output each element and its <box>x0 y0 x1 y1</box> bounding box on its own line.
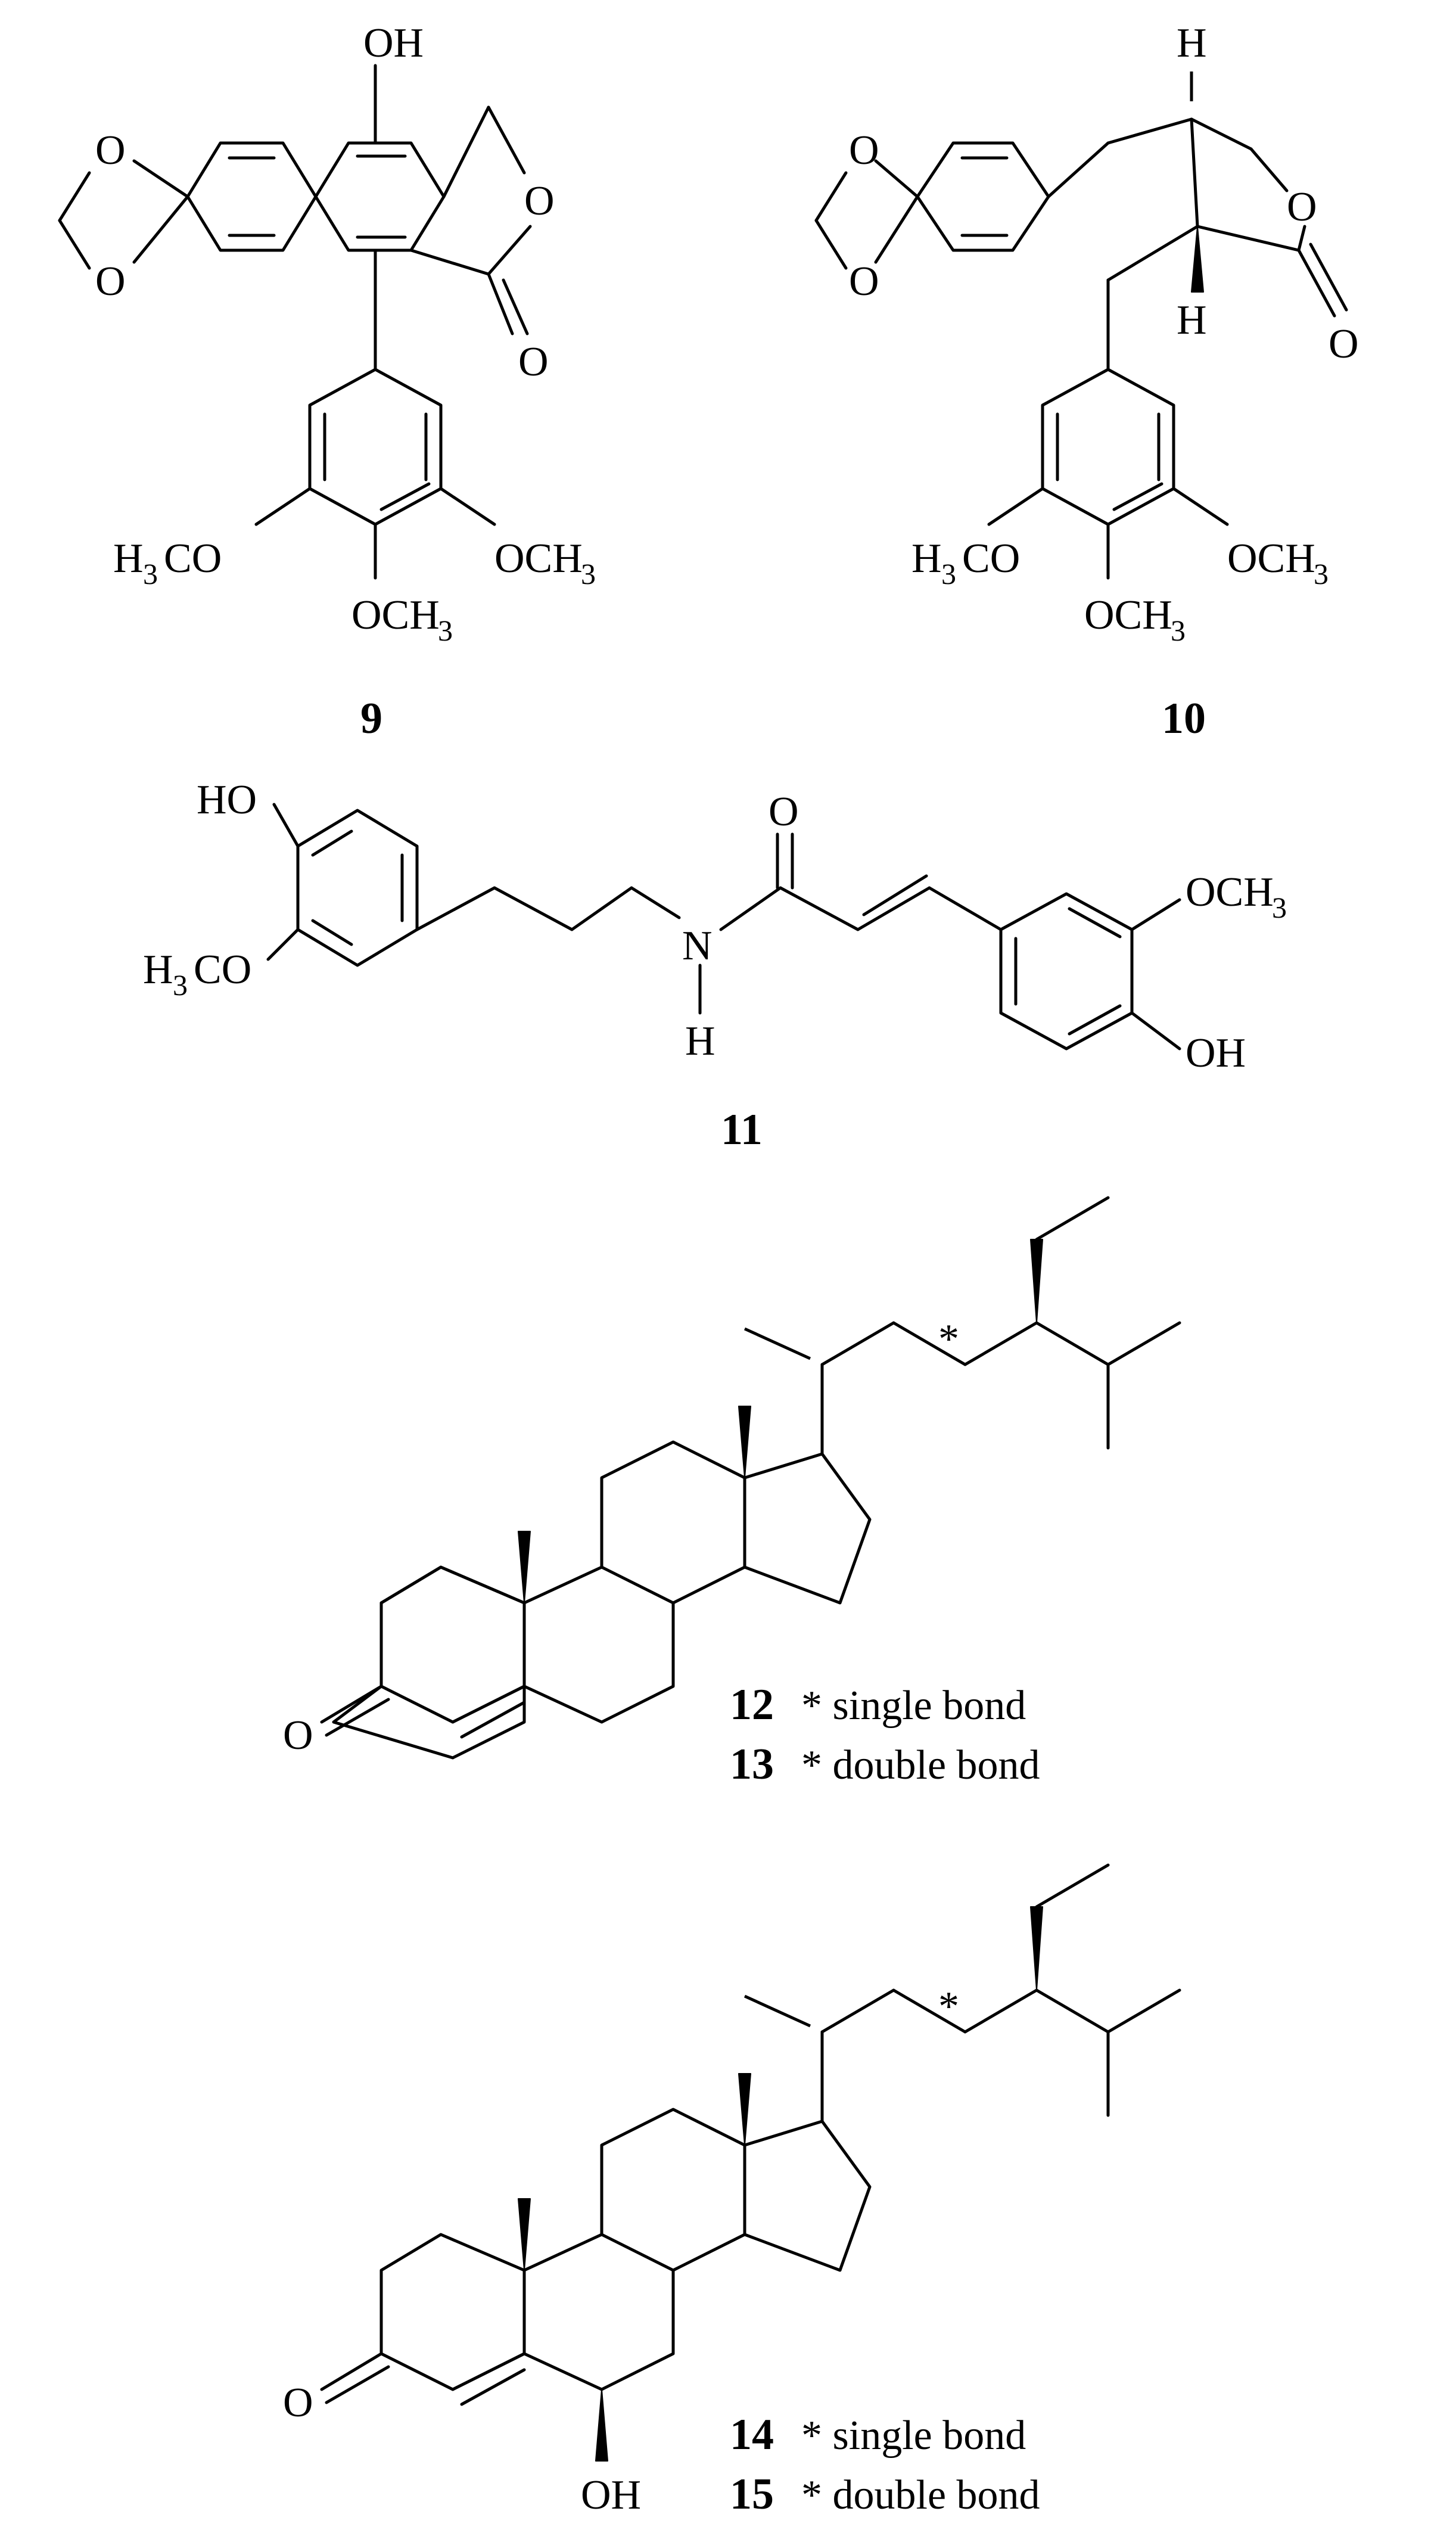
c14-methyl-wedge-19 <box>518 2198 531 2271</box>
c9-aryl-ring <box>308 368 443 526</box>
compound-9: OH O O O O H 3 CO OCH 3 OCH 3 9 <box>58 20 596 743</box>
c14-ring-b <box>522 2233 675 2391</box>
svg-text:O: O <box>524 178 555 224</box>
c12-ring-a <box>332 1565 526 1760</box>
c12-methyl-wedge-18 <box>738 1406 751 1478</box>
compound-number-15: 15 <box>730 2470 774 2519</box>
svg-text:H: H <box>685 1018 715 1064</box>
svg-text:OCH: OCH <box>1227 536 1315 582</box>
svg-text:OCH: OCH <box>351 592 440 638</box>
compound-number-14: 14 <box>730 2410 774 2459</box>
svg-text:N: N <box>682 923 713 969</box>
c9-ring-b <box>314 141 446 252</box>
svg-text:3: 3 <box>941 557 956 591</box>
svg-text:O: O <box>1287 184 1317 230</box>
svg-text:O: O <box>518 339 549 385</box>
legend-13-text: * double bond <box>801 1742 1040 1788</box>
svg-text:O: O <box>95 128 126 173</box>
compound-12-13: O * 12 * single bond 13 * double bond <box>283 1196 1181 1789</box>
c10-wedge-bond <box>1191 226 1204 293</box>
compound-11: HO H 3 CO N H O OCH 3 OH 11 <box>143 777 1287 1154</box>
svg-text:3: 3 <box>438 614 453 647</box>
svg-text:O: O <box>849 128 879 173</box>
svg-text:3: 3 <box>1314 557 1329 591</box>
svg-text:3: 3 <box>1272 891 1287 924</box>
c14-ethyl-wedge <box>1030 1906 1043 1991</box>
svg-text:CO: CO <box>164 536 222 582</box>
svg-text:O: O <box>769 789 799 835</box>
svg-text:O: O <box>283 1713 313 1758</box>
svg-text:CO: CO <box>194 947 251 993</box>
c12-ring-c <box>600 1440 746 1605</box>
svg-text:OH: OH <box>1186 1030 1246 1076</box>
svg-text:OCH: OCH <box>1186 869 1274 915</box>
compound-number-11: 11 <box>721 1105 763 1154</box>
svg-text:O: O <box>95 259 126 304</box>
c14-hydroxyl-wedge <box>595 2389 608 2462</box>
c12-ring-b <box>522 1565 675 1724</box>
c10-aryl-ring <box>1041 368 1175 526</box>
c12-ethyl-wedge <box>1030 1239 1043 1323</box>
c14-ring-d <box>743 2120 872 2272</box>
compound-10: O O O O H H H 3 CO OCH 3 O <box>814 20 1359 743</box>
svg-text:*: * <box>938 1984 959 2030</box>
c14-ring-c <box>600 2108 746 2272</box>
svg-text:HO: HO <box>197 777 257 823</box>
svg-text:O: O <box>849 259 879 304</box>
c12-ring-a-path <box>379 1565 526 1724</box>
c11-left-ring <box>296 809 419 967</box>
svg-text:CO: CO <box>962 536 1020 582</box>
compound-number-13: 13 <box>730 1740 774 1789</box>
compound-14-15: O OH * 14 * single bond 15 * double bond <box>283 1863 1181 2519</box>
compound-number-9: 9 <box>360 694 382 743</box>
legend-12-text: * single bond <box>801 1683 1026 1729</box>
svg-text:H: H <box>143 947 173 993</box>
svg-text:OCH: OCH <box>1084 592 1172 638</box>
svg-text:*: * <box>938 1316 959 1362</box>
c11-right-ring <box>999 892 1134 1051</box>
svg-text:OCH: OCH <box>494 536 583 582</box>
legend-15-text: * double bond <box>801 2472 1040 2518</box>
svg-text:O: O <box>1329 321 1359 367</box>
svg-text:O: O <box>283 2380 313 2426</box>
c14-methyl-wedge-18 <box>738 2073 751 2146</box>
svg-text:H: H <box>113 536 144 582</box>
c12-ring-d <box>743 1452 872 1605</box>
c14-ring-a <box>379 2233 526 2391</box>
svg-text:H: H <box>1177 297 1207 343</box>
svg-text:OH: OH <box>581 2472 641 2518</box>
legend-14-text: * single bond <box>801 2413 1026 2459</box>
compound-number-10: 10 <box>1162 694 1206 743</box>
svg-text:3: 3 <box>1171 614 1186 647</box>
compound-number-12: 12 <box>730 1680 774 1729</box>
svg-text:H: H <box>1177 20 1207 66</box>
svg-text:OH: OH <box>363 20 424 66</box>
svg-text:H: H <box>911 536 942 582</box>
svg-text:3: 3 <box>173 968 188 1002</box>
svg-text:3: 3 <box>143 557 158 591</box>
c12-methyl-wedge-19 <box>518 1531 531 1603</box>
svg-text:3: 3 <box>581 557 596 591</box>
